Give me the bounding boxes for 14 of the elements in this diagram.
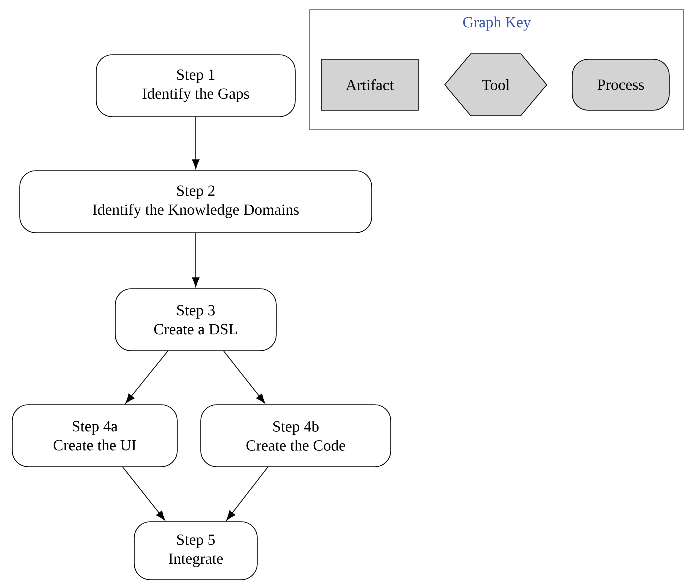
process-box: Step 4a Create the UI	[12, 404, 178, 468]
arrow	[192, 117, 200, 170]
arrow	[192, 233, 200, 288]
process-box: Step 3 Create a DSL	[115, 288, 277, 352]
process-box: Step 5 Integrate	[134, 522, 258, 580]
process-box: Process	[572, 59, 670, 111]
artifact-box: Artifact	[321, 59, 419, 111]
arrow	[122, 467, 166, 521]
arrow	[126, 351, 168, 404]
process-box: Step 1 Identify the Gaps	[96, 54, 296, 118]
arrow	[224, 351, 266, 404]
process-box: Step 2 Identify the Knowledge Domains	[20, 170, 372, 234]
process-box: Step 4b Create the Code	[200, 404, 392, 468]
arrow	[226, 467, 268, 521]
